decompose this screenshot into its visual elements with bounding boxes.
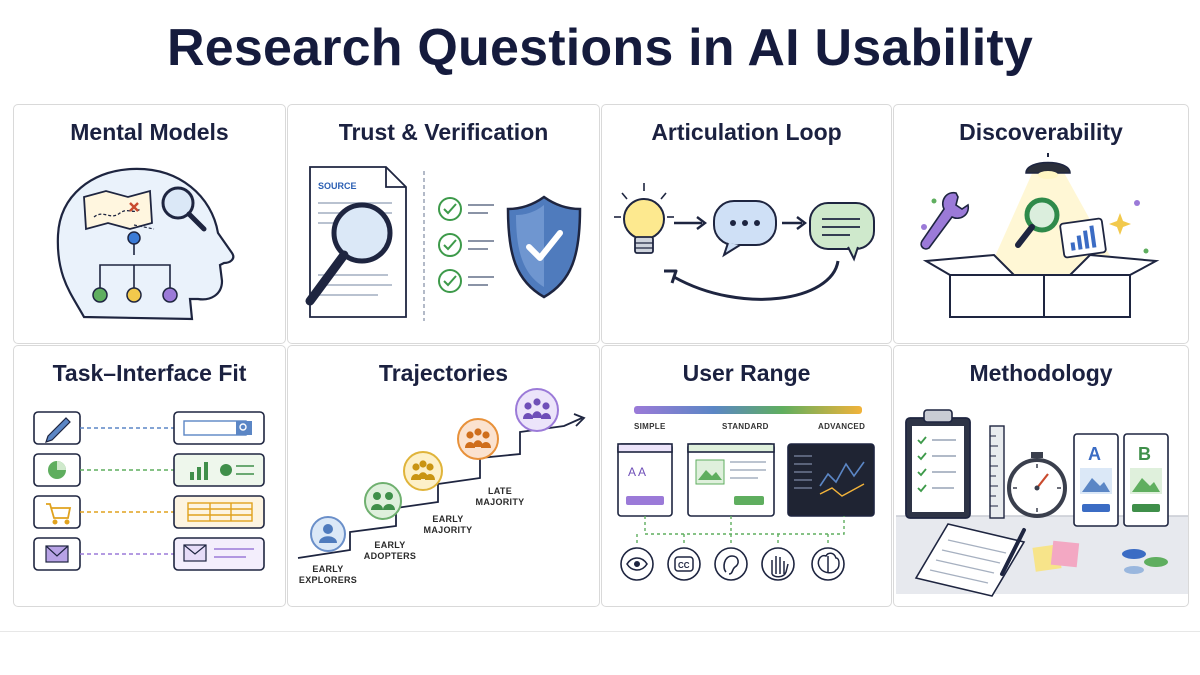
panel-user-range: User Range A A	[601, 345, 892, 607]
group-icon	[403, 451, 443, 491]
page-title: Research Questions in AI Usability	[166, 19, 1034, 77]
discoverability-illustration	[920, 153, 1160, 318]
map-icon	[83, 189, 153, 231]
brain-icon	[817, 552, 840, 574]
speech-bubble-icon	[713, 200, 777, 258]
panel-title: Articulation Loop	[651, 119, 842, 145]
magnifier-icon	[1015, 197, 1060, 248]
table-icon	[187, 502, 253, 522]
mental-models-illustration	[56, 167, 235, 321]
panel-articulation-loop: Articulation Loop	[601, 104, 892, 344]
variant-a-label: A	[1088, 444, 1101, 464]
panel-title: Trust & Verification	[338, 119, 549, 145]
panel-trajectories: Trajectories	[287, 345, 600, 607]
articulation-loop-illustration	[614, 183, 875, 301]
panel-methodology: Methodology	[893, 345, 1189, 607]
ruler-icon	[989, 425, 1005, 519]
pie-chart-icon	[48, 461, 66, 479]
range-label-advanced: ADVANCED	[818, 422, 866, 431]
bar-chart-icon	[190, 462, 208, 480]
shield-check-icon	[506, 195, 582, 299]
gradient-scale-icon	[634, 406, 862, 414]
chart-icon	[1059, 217, 1107, 259]
panel-title: Discoverability	[959, 119, 1123, 145]
open-box-icon	[922, 253, 1160, 318]
panel-task-interface-fit: Task–Interface Fit	[13, 345, 286, 607]
tree-icon	[92, 224, 178, 303]
hand-icon	[771, 556, 789, 578]
cc-icon: CC	[674, 556, 694, 572]
sticky-notes-icon	[1032, 540, 1168, 574]
ear-icon	[723, 555, 739, 575]
panel-title: User Range	[682, 360, 811, 386]
panel-trust-verification: Trust & Verification SOURCE	[287, 104, 600, 344]
stopwatch-icon	[1007, 452, 1067, 518]
font-size-sample: A A	[628, 465, 646, 479]
loop-arrow-icon	[673, 260, 840, 301]
group-icon	[364, 482, 402, 520]
svg-text:CC: CC	[678, 561, 690, 570]
methodology-illustration: A B	[896, 409, 1188, 597]
panel-grid: Mental Models Trust & Verifi	[13, 104, 1189, 607]
cart-icon	[46, 503, 72, 525]
spotlight-lamp-icon	[1025, 153, 1071, 179]
document-label: SOURCE	[318, 181, 357, 191]
group-icon	[515, 388, 559, 432]
group-icon	[457, 418, 499, 460]
variant-b-label: B	[1138, 444, 1151, 464]
user-range-illustration: A A CC	[617, 406, 875, 581]
search-field-icon	[183, 420, 252, 436]
pencil-icon	[45, 417, 71, 443]
wrench-icon	[920, 191, 970, 250]
mail-icon	[45, 545, 69, 563]
range-label-simple: SIMPLE	[634, 422, 666, 431]
footer-divider	[0, 631, 1200, 632]
checklist-icon	[438, 197, 494, 293]
magnifier-icon	[305, 202, 393, 306]
eye-icon	[626, 557, 648, 571]
panel-title: Mental Models	[70, 119, 229, 145]
panel-title: Task–Interface Fit	[52, 360, 247, 386]
range-label-standard: STANDARD	[722, 422, 769, 431]
ab-card-icon: A	[1073, 433, 1119, 527]
clipboard-icon	[905, 409, 971, 519]
task-interface-fit-illustration	[33, 411, 265, 571]
person-icon	[310, 516, 346, 552]
magnifier-icon	[161, 186, 207, 232]
panel-title: Methodology	[969, 360, 1113, 386]
panel-discoverability: Discoverability	[893, 104, 1189, 344]
lightbulb-icon	[614, 183, 674, 254]
panel-mental-models: Mental Models	[13, 104, 286, 344]
trust-verification-illustration: SOURCE	[305, 166, 582, 321]
ab-card-icon: B	[1123, 433, 1169, 527]
panel-title: Trajectories	[378, 360, 509, 386]
notebook-icon	[914, 523, 1026, 597]
trajectories-illustration	[297, 388, 586, 559]
text-bubble-icon	[809, 202, 875, 262]
